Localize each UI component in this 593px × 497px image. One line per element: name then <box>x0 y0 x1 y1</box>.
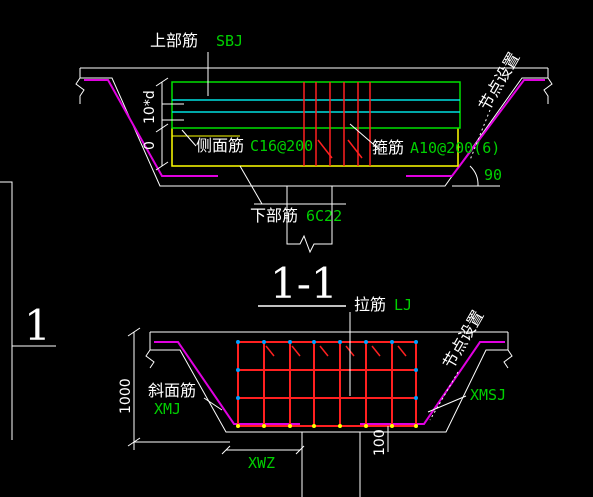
tie-bars <box>265 345 407 357</box>
dim-tick-1 <box>155 77 169 87</box>
section-2-outline <box>149 332 509 433</box>
dim-10d-label: 10*d <box>142 90 158 124</box>
height-dim-tick-top <box>127 327 141 337</box>
slab-rebar-2-left <box>154 341 300 425</box>
bottom-bar-label-cn: 下部筋 <box>250 206 298 225</box>
width-dim-tick-right <box>295 445 305 455</box>
slab-rebar-2-right <box>360 341 505 425</box>
leader-xmsj <box>427 395 467 413</box>
section-title: 1-1 <box>270 259 338 308</box>
left-marker-number: 1 <box>24 301 51 350</box>
break-mark-left-2 <box>145 349 155 369</box>
section-2-drawing <box>127 312 513 497</box>
top-bar-label-cn: 上部筋 <box>150 31 198 50</box>
bottom-rebar-yellow <box>171 128 459 167</box>
tie-bar-label-cn: 拉筋 <box>354 295 386 314</box>
dim-tick-3 <box>155 161 169 171</box>
height-dim-label: 1000 <box>118 378 134 414</box>
left-marker-frame <box>0 181 56 347</box>
width-dim-tick-left <box>221 445 231 455</box>
side-bar-label-cn: 侧面筋 <box>196 136 244 155</box>
slope-code-right: XMSJ <box>470 386 506 404</box>
angle-arc <box>469 165 479 187</box>
break-mark-right <box>543 77 553 104</box>
side-bar-label-code: C16@200 <box>250 137 313 155</box>
tie-bar-label-code: LJ <box>394 296 412 314</box>
top-bar-label-code: SBJ <box>216 32 243 50</box>
leader-stirrup <box>349 123 381 151</box>
dim-tick-2 <box>155 123 169 133</box>
angle-label: 90 <box>484 166 502 184</box>
node-leader-2 <box>429 371 459 421</box>
rebar-cage-grid <box>238 342 416 426</box>
rebar-cage <box>237 341 417 427</box>
break-mark-right-2 <box>503 349 513 369</box>
column-stub <box>286 186 333 254</box>
stirrups-group <box>303 82 371 166</box>
bottom-bar-label-code: 6C22 <box>306 207 342 225</box>
slope-bar-label-cn: 斜面筋 <box>148 381 196 400</box>
node-setting-label-1: 节点设置 <box>475 49 523 114</box>
section-1-outline <box>79 68 549 187</box>
slab-rebar-right <box>406 79 545 177</box>
leader-bottom-bar <box>239 165 263 205</box>
leader-slope-bar <box>203 397 223 411</box>
section-1-drawing <box>75 52 553 254</box>
break-mark-left <box>75 77 85 104</box>
slope-bar-label-code: XMJ <box>154 400 181 418</box>
node-leader-1 <box>469 109 491 161</box>
right-dim-label: 100 <box>372 429 388 456</box>
dim-zero-label: 0 <box>142 141 158 150</box>
width-code-label: XWZ <box>248 454 275 472</box>
stirrup-label-cn: 箍筋 <box>372 138 404 157</box>
leader-side-bar <box>181 129 197 147</box>
node-dots <box>236 340 418 400</box>
slab-rebar-left <box>84 79 218 177</box>
stirrup-label-code: A10@200(6) <box>410 139 500 157</box>
bottom-yellow-dots <box>236 424 418 428</box>
